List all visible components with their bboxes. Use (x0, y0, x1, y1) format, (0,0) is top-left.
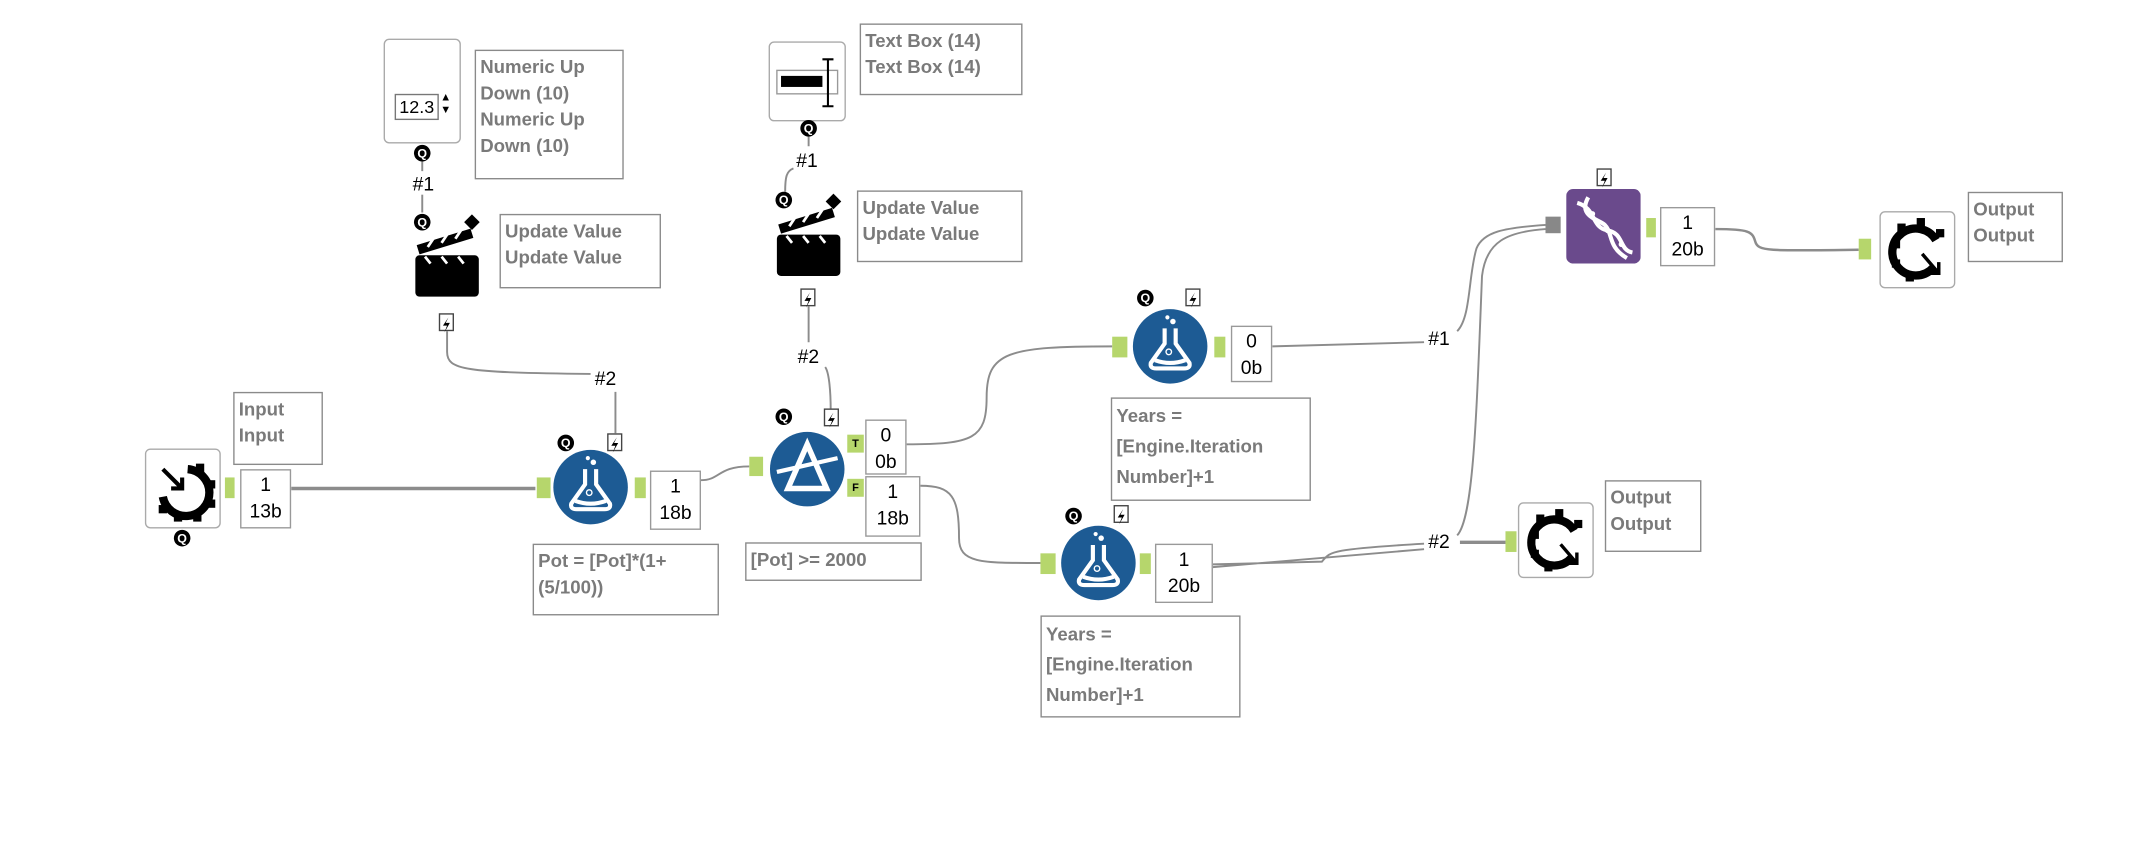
macro-input-tool[interactable] (144, 448, 221, 529)
lightning-icon (823, 408, 839, 428)
input-anchor[interactable] (1112, 336, 1128, 358)
question-badge: Q (800, 120, 817, 137)
connection-label: #1 (1426, 327, 1452, 350)
connection-textbox-action2 (784, 136, 810, 192)
question-badge: Q (775, 408, 793, 426)
lightning-icon (1596, 168, 1612, 188)
action-tool-clapboard-icon[interactable] (411, 214, 486, 300)
connection-label: #1 (794, 149, 820, 172)
connection-label: #2 (593, 367, 618, 390)
question-badge: Q (173, 529, 191, 547)
question-badge: Q (413, 144, 431, 162)
connection-formula1-filter (700, 465, 750, 482)
connection-filter-false-formula3 (920, 484, 1041, 564)
connection-filter-true-formula2 (906, 345, 1113, 446)
lightning-icon (607, 433, 623, 453)
lightning-icon (800, 288, 816, 308)
macro-output-tool[interactable] (1517, 502, 1594, 579)
connection-formula3-iter (1212, 228, 1546, 569)
output-anchor[interactable] (1646, 218, 1656, 238)
numeric-value: 12.3 (394, 93, 439, 121)
input-anchor[interactable] (1505, 531, 1517, 552)
multi-input-anchor[interactable] (1545, 216, 1561, 234)
macro-output-icon (1527, 509, 1583, 572)
output-anchor[interactable] (1214, 336, 1226, 358)
input-anchor[interactable] (749, 456, 764, 477)
lightning-icon (1113, 505, 1129, 525)
annotation-filter: [Pot] >= 2000 (745, 542, 922, 581)
input-anchor[interactable] (1040, 553, 1056, 575)
text-box-tool[interactable] (768, 41, 846, 122)
filter-tool-icon[interactable] (769, 431, 846, 508)
lightning-icon (438, 313, 454, 333)
action-tool-clapboard-icon[interactable] (773, 193, 848, 279)
lightning-icon (1185, 288, 1201, 308)
spinner-arrows-icon: ▲▼ (440, 91, 452, 116)
output-anchor[interactable] (224, 477, 235, 499)
connection-label: #2 (1426, 529, 1452, 552)
question-badge: Q (413, 213, 431, 231)
output-anchor[interactable] (1139, 553, 1151, 575)
macro-output-tool[interactable] (1879, 211, 1956, 289)
connection-action2-filter (807, 306, 832, 410)
connection-iter-output1 (1715, 227, 1859, 252)
connection-formula2-iter (1272, 223, 1546, 348)
annotation-formula1: Pot = [Pot]*(1+(5/100)) (532, 543, 719, 616)
formula-tool-flask-icon[interactable] (1132, 308, 1209, 385)
iterative-macro-dna-icon[interactable] (1566, 189, 1641, 264)
formula-tool-flask-icon[interactable] (552, 448, 629, 525)
numeric-up-down-tool[interactable]: 12.3 ▲▼ (383, 38, 461, 144)
false-output-anchor[interactable]: F (847, 478, 864, 497)
connection-label: #2 (796, 344, 821, 368)
annotation-text-box: Text Box (14)Text Box (14) (859, 23, 1023, 96)
output-anchor[interactable] (634, 477, 646, 499)
input-anchor[interactable] (536, 477, 551, 499)
input-anchor[interactable] (1858, 238, 1872, 260)
question-badge: Q (1065, 507, 1082, 525)
text-box-icon (776, 58, 839, 108)
question-badge: Q (775, 191, 793, 209)
macro-output-icon (1888, 218, 1945, 282)
true-output-anchor[interactable]: T (847, 434, 864, 453)
macro-input-icon (158, 463, 216, 522)
question-badge: Q (1137, 289, 1154, 307)
connection-action1-formula1 (446, 331, 617, 434)
question-badge: Q (557, 434, 575, 452)
connection-label: #1 (411, 172, 436, 195)
formula-tool-flask-icon[interactable] (1060, 524, 1137, 601)
